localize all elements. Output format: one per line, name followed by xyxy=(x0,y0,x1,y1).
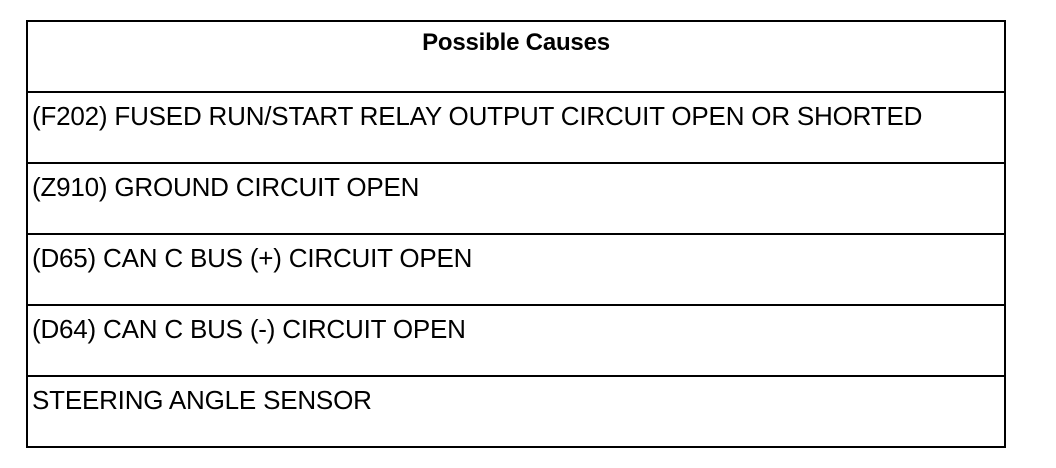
table-row: (Z910) GROUND CIRCUIT OPEN xyxy=(28,162,1004,233)
table-row: (D65) CAN C BUS (+) CIRCUIT OPEN xyxy=(28,233,1004,304)
table-header-row: Possible Causes xyxy=(28,22,1004,91)
cause-text: STEERING ANGLE SENSOR xyxy=(32,385,372,415)
possible-causes-table: Possible Causes (F202) FUSED RUN/START R… xyxy=(26,20,1006,448)
cause-text: (D64) CAN C BUS (-) CIRCUIT OPEN xyxy=(32,314,466,344)
table-row: STEERING ANGLE SENSOR xyxy=(28,375,1004,446)
table-row: (F202) FUSED RUN/START RELAY OUTPUT CIRC… xyxy=(28,91,1004,162)
table-row: (D64) CAN C BUS (-) CIRCUIT OPEN xyxy=(28,304,1004,375)
table-header: Possible Causes xyxy=(422,29,610,56)
cause-text: (Z910) GROUND CIRCUIT OPEN xyxy=(32,172,420,202)
cause-text: (D65) CAN C BUS (+) CIRCUIT OPEN xyxy=(32,243,473,273)
cause-text: (F202) FUSED RUN/START RELAY OUTPUT CIRC… xyxy=(32,101,923,131)
